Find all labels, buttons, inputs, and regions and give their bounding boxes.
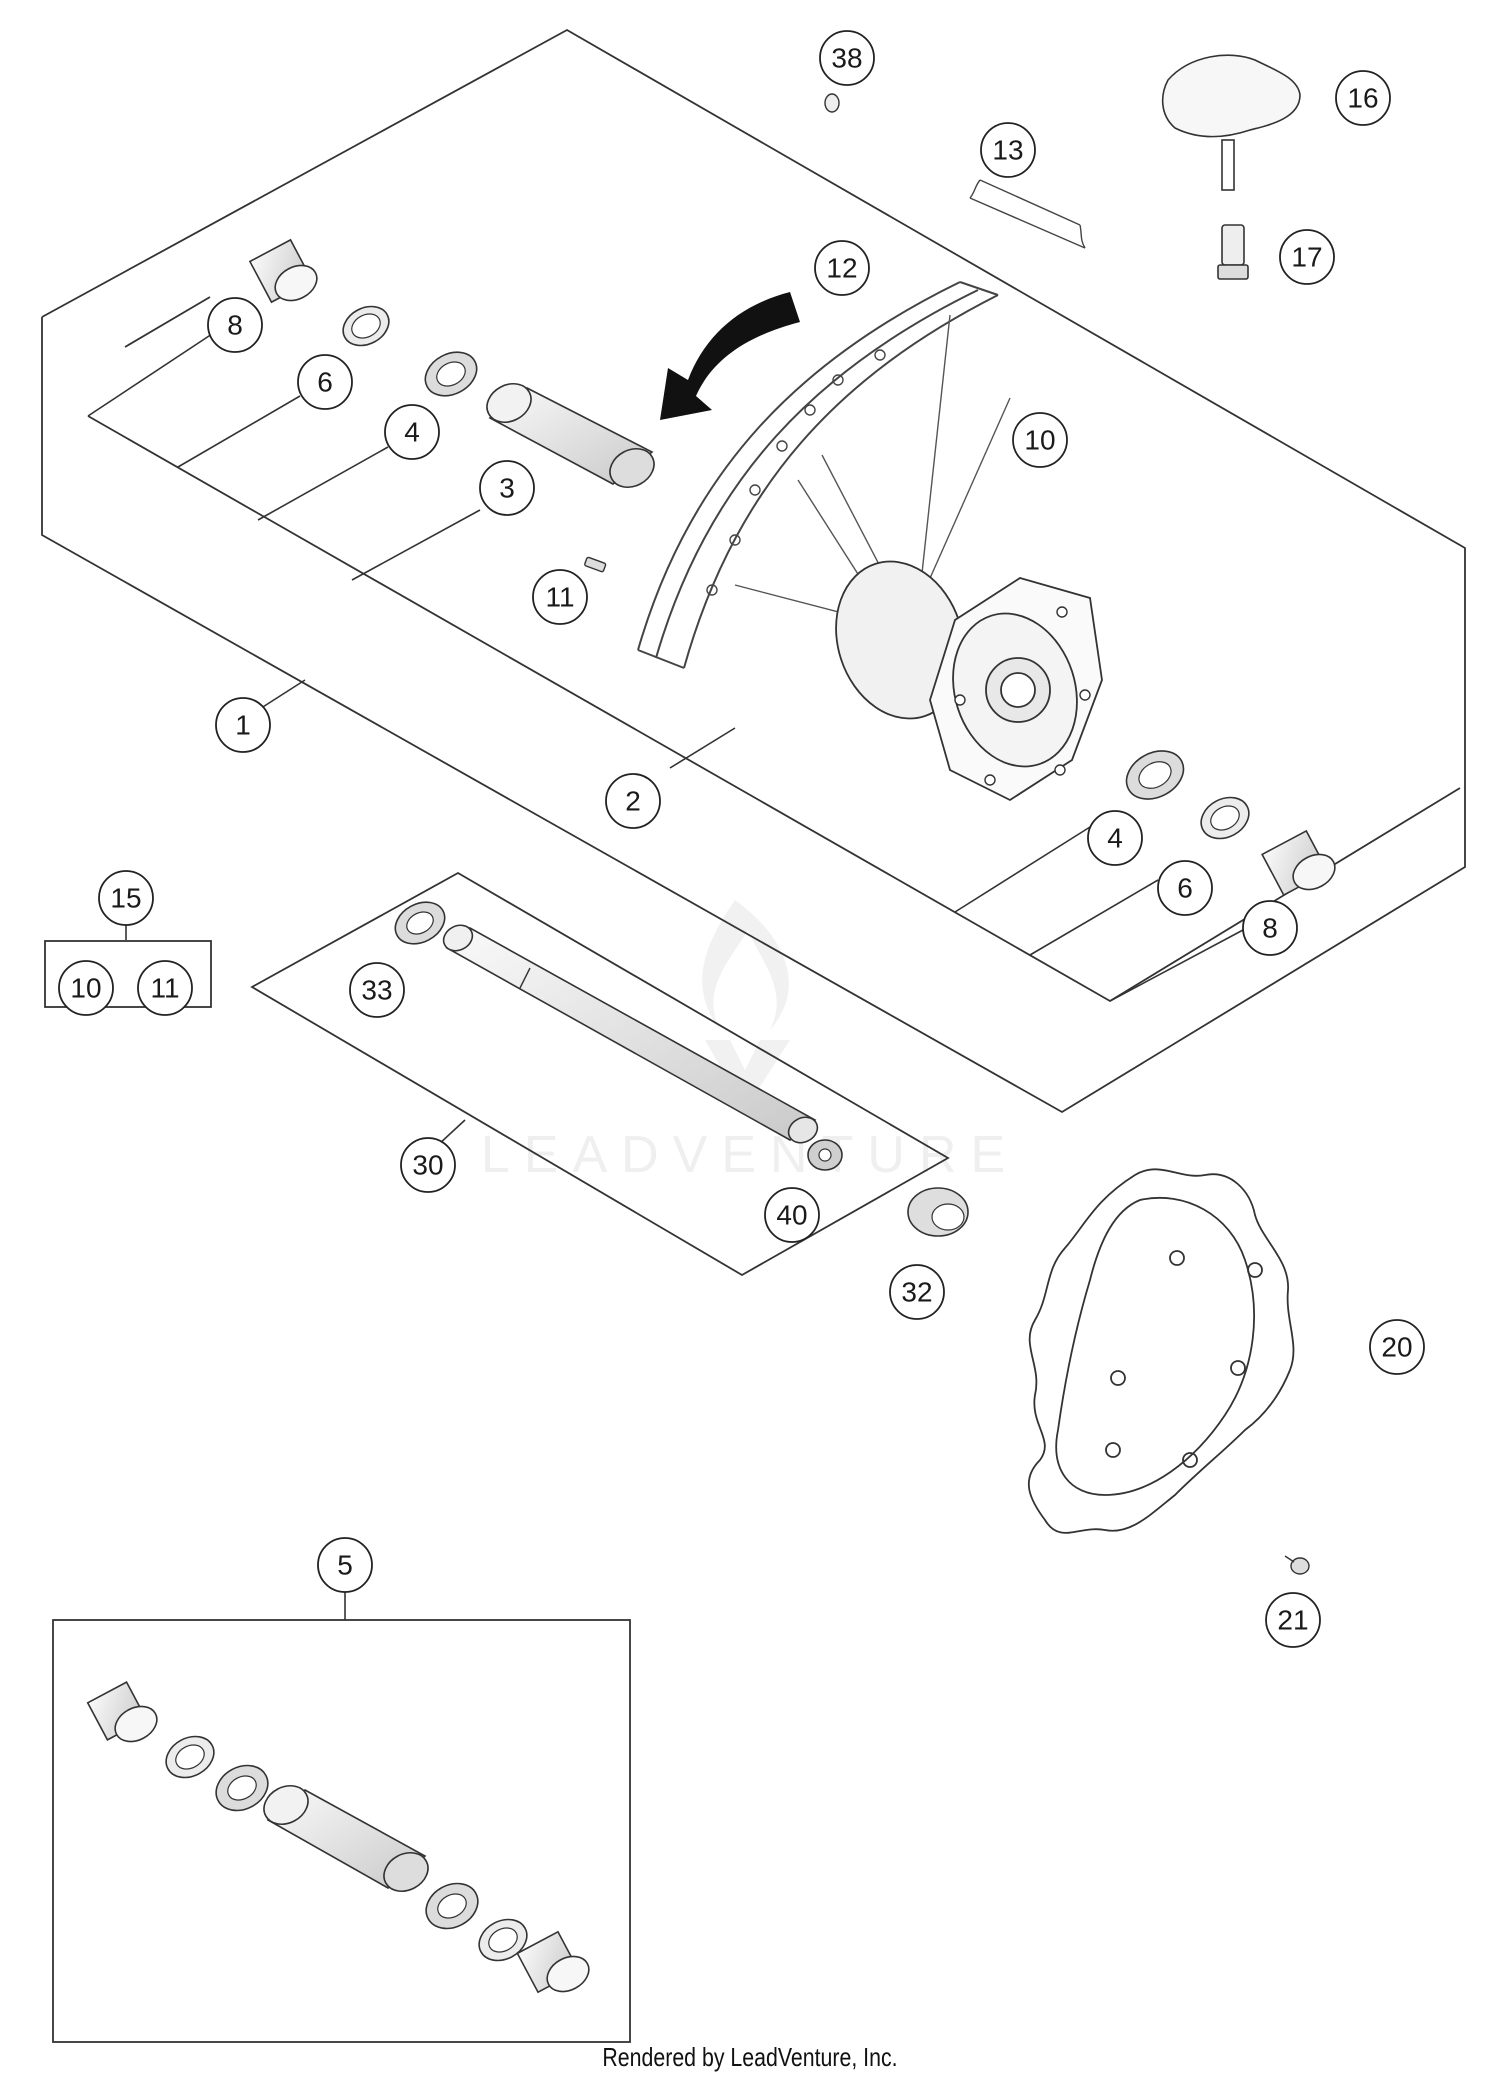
svg-text:5: 5 [337,1550,353,1581]
svg-text:3: 3 [499,473,515,504]
svg-text:40: 40 [776,1200,807,1231]
footer-credit-text: Rendered by LeadVenture, Inc. [602,2042,898,2072]
svg-text:1: 1 [235,710,251,741]
callout-32: 32 [889,1264,945,1320]
svg-text:12: 12 [826,253,857,284]
callout-kit-10: 10 [58,960,114,1016]
rim-lock-16 [1161,54,1301,191]
callout-11: 11 [532,569,588,625]
footer-credit: Rendered by LeadVenture, Inc. [0,2042,1500,2073]
svg-text:8: 8 [227,310,243,341]
distance-sleeve-3 [486,382,655,489]
axle-kit-frame [250,871,950,1277]
spacer-right-8 [1261,829,1336,897]
callout-6b: 6 [1157,860,1213,916]
brake-disc-20 [1028,1168,1295,1534]
callout-15: 15 [98,870,154,926]
bearing-left-4 [424,351,478,397]
svg-text:20: 20 [1381,1332,1412,1363]
callout-5: 5 [317,1537,373,1593]
callout-20: 20 [1369,1319,1425,1375]
callout-kit-11: 11 [137,960,193,1016]
seal-ring-left-6 [342,305,390,347]
callout-33: 33 [349,962,405,1018]
callout-38: 38 [819,30,875,86]
rim-lock-nut-17 [1217,224,1249,280]
callout-8b: 8 [1242,900,1298,956]
svg-text:4: 4 [1107,823,1123,854]
svg-text:16: 16 [1347,83,1378,114]
shaft-seal-33 [394,901,446,945]
hub-2 [835,560,1103,802]
svg-text:15: 15 [110,883,141,914]
rim-12 [637,281,999,669]
callout-16: 16 [1335,70,1391,126]
callout-4b: 4 [1087,810,1143,866]
svg-text:2: 2 [625,786,641,817]
nipple-11 [584,556,607,573]
seal-ring-right-6 [1200,796,1250,840]
callout-40: 40 [764,1187,820,1243]
bearing-right-4 [1125,750,1185,800]
callout-10: 10 [1012,412,1068,468]
svg-text:17: 17 [1291,242,1322,273]
svg-text:30: 30 [412,1150,443,1181]
callout-2: 2 [605,773,661,829]
watermark-text: LEADVENTURE [481,1126,1019,1184]
svg-text:6: 6 [1177,873,1193,904]
kit-5-parts [86,1681,590,1994]
spacer-left-8 [248,238,318,304]
wheel-assembly-frame [41,28,1466,1114]
callout-6a: 6 [297,354,353,410]
svg-text:33: 33 [361,975,392,1006]
axle-30 [442,924,819,1144]
callout-8a: 8 [207,297,263,353]
brake-disc-screw-21 [1284,1555,1310,1575]
callout-4a: 4 [384,404,440,460]
leader-lines [87,331,1244,1620]
axle-nut-40 [807,1139,843,1171]
svg-text:10: 10 [1024,425,1055,456]
callout-1: 1 [215,697,271,753]
spacer-32 [907,1187,969,1237]
callout-13: 13 [980,122,1036,178]
svg-text:6: 6 [317,367,333,398]
rim-tape-13 [969,179,1086,249]
svg-text:11: 11 [545,582,574,613]
svg-text:32: 32 [901,1277,932,1308]
callout-21: 21 [1265,1592,1321,1648]
svg-text:4: 4 [404,417,420,448]
svg-text:38: 38 [831,43,862,74]
svg-text:13: 13 [992,135,1023,166]
callout-3: 3 [479,460,535,516]
callout-30: 30 [400,1137,456,1193]
bearing-kit-box [52,1619,631,2043]
kit-15-box [44,940,212,1008]
callout-17: 17 [1279,229,1335,285]
svg-text:11: 11 [150,973,179,1004]
plug-38 [824,93,840,113]
rotation-arrow-icon [660,292,800,420]
callout-12: 12 [814,240,870,296]
svg-text:21: 21 [1277,1605,1308,1636]
svg-text:8: 8 [1262,913,1278,944]
svg-text:10: 10 [70,973,101,1004]
